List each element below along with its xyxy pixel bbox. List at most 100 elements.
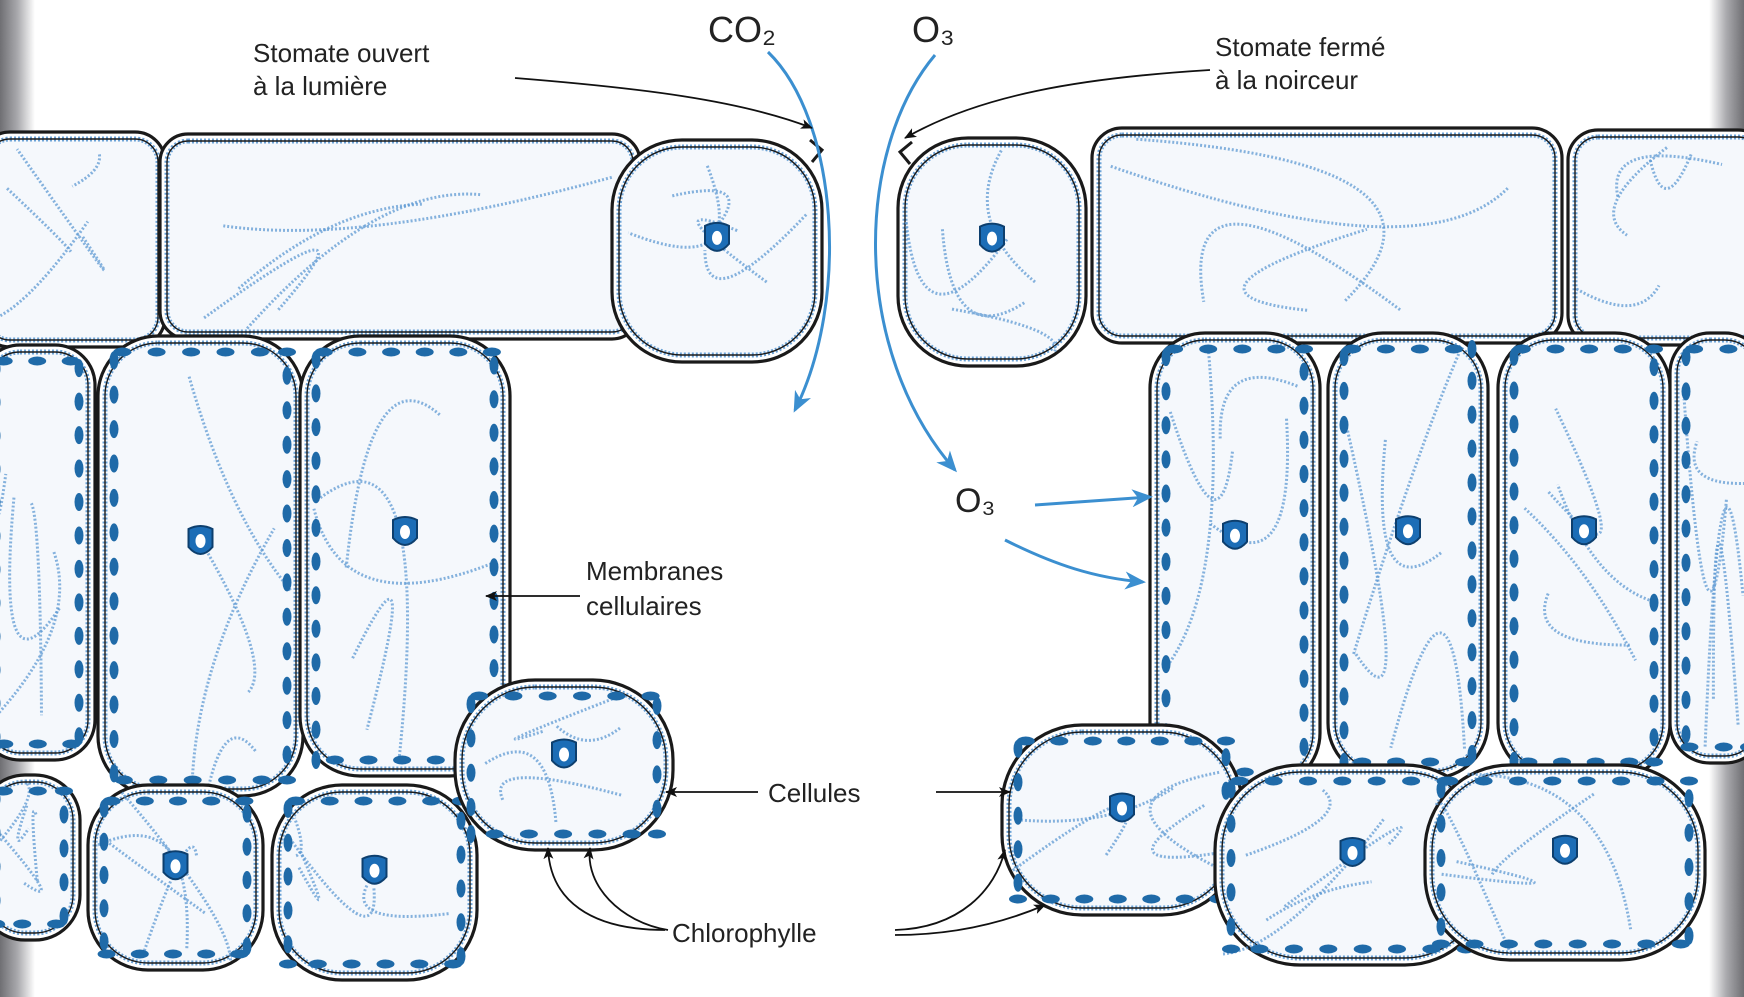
chloroplast — [1510, 415, 1519, 433]
chloroplast — [217, 348, 235, 357]
cell-membrane — [1505, 340, 1663, 771]
chloroplast — [1014, 740, 1023, 758]
chloroplast — [1580, 345, 1598, 354]
chloroplast — [283, 677, 292, 695]
chloroplast — [100, 866, 109, 884]
chloroplast — [1009, 895, 1027, 904]
chloroplast — [1468, 609, 1477, 627]
chloroplast — [1432, 940, 1450, 949]
chloroplast — [110, 592, 119, 610]
chloroplast — [539, 692, 557, 701]
chloroplast — [1466, 940, 1484, 949]
chloroplast — [1682, 588, 1691, 606]
chloroplast — [520, 830, 538, 839]
chloroplast — [326, 756, 344, 765]
chloroplast — [653, 800, 662, 818]
chloroplast — [321, 797, 339, 806]
chloroplast — [1680, 777, 1698, 786]
chloroplast — [1685, 789, 1694, 807]
chloroplast — [136, 797, 154, 806]
chloroplast — [218, 776, 236, 785]
chloroplast — [1227, 780, 1236, 798]
chloroplast — [1650, 459, 1659, 477]
chloroplast — [1645, 345, 1663, 354]
plant-cell — [1670, 333, 1744, 763]
plant-cell — [1150, 333, 1320, 788]
chloroplast — [182, 348, 200, 357]
chloroplast — [1569, 940, 1587, 949]
chloroplast — [1340, 586, 1349, 604]
chloroplast — [1650, 392, 1659, 410]
chloroplast — [1685, 858, 1694, 876]
plant-cell — [1002, 725, 1242, 915]
chloroplast — [490, 525, 499, 543]
chloroplast — [1715, 743, 1733, 752]
chloroplast — [1340, 552, 1349, 570]
chloroplast — [648, 830, 666, 839]
chloroplast — [1682, 554, 1691, 572]
chloroplast — [486, 830, 504, 839]
plant-cell — [1328, 333, 1488, 778]
chloroplast — [1650, 526, 1659, 544]
chloroplast — [457, 913, 466, 931]
chloroplast — [312, 351, 321, 369]
chloroplast — [504, 692, 522, 701]
chloroplast — [75, 593, 84, 611]
cell-membrane — [0, 139, 158, 340]
chloroplast — [62, 740, 80, 749]
cell-membrane — [1335, 340, 1481, 771]
label-stomate-closed-line1: Stomate fermé — [1215, 32, 1386, 62]
chloroplast — [1377, 345, 1395, 354]
chloroplast — [1162, 621, 1171, 639]
chloroplast — [1682, 485, 1691, 503]
chloroplast — [251, 348, 269, 357]
chloroplast — [100, 899, 109, 917]
chloroplast — [1603, 940, 1621, 949]
chloroplast — [110, 558, 119, 576]
chloroplast — [75, 560, 84, 578]
chloroplast — [1285, 945, 1303, 954]
chloroplast — [47, 920, 65, 929]
chloroplast — [1162, 519, 1171, 537]
chloroplast — [75, 493, 84, 511]
chloroplast — [1227, 849, 1236, 867]
plant-cell — [898, 138, 1086, 366]
chloroplast — [1468, 440, 1477, 458]
chloroplast — [1534, 940, 1552, 949]
nucleolus — [1579, 524, 1589, 538]
chloroplast — [416, 348, 434, 357]
label-stomate-open-line2: à la lumière — [253, 71, 387, 101]
chloroplast — [343, 960, 361, 969]
chloroplast — [131, 950, 149, 959]
chloroplast — [110, 420, 119, 438]
chloroplast — [457, 846, 466, 864]
chloroplast — [393, 756, 411, 765]
chloroplast — [202, 797, 220, 806]
chloroplast — [110, 523, 119, 541]
chloroplast — [75, 359, 84, 377]
chloroplast — [110, 764, 119, 782]
chloroplast — [29, 740, 47, 749]
chloroplast — [422, 797, 440, 806]
plant-cell — [0, 345, 95, 760]
chloroplast — [1650, 493, 1659, 511]
chloroplast — [1340, 348, 1349, 366]
plant-cell — [88, 785, 263, 970]
pointer-stomate-open — [515, 78, 812, 128]
chloroplast — [1300, 363, 1309, 381]
chloroplast — [1510, 617, 1519, 635]
plant-cell — [0, 775, 80, 940]
chloroplast — [490, 424, 499, 442]
chloroplast — [312, 384, 321, 402]
chloroplast — [444, 960, 462, 969]
chloroplast — [13, 920, 31, 929]
plant-cell — [455, 680, 673, 850]
plant-cell — [1498, 333, 1670, 778]
chloroplast — [169, 797, 187, 806]
chloroplast — [467, 695, 476, 713]
chloroplast — [1162, 348, 1171, 366]
nucleolus — [1117, 802, 1127, 816]
chloroplast — [75, 426, 84, 444]
chloroplast — [312, 620, 321, 638]
